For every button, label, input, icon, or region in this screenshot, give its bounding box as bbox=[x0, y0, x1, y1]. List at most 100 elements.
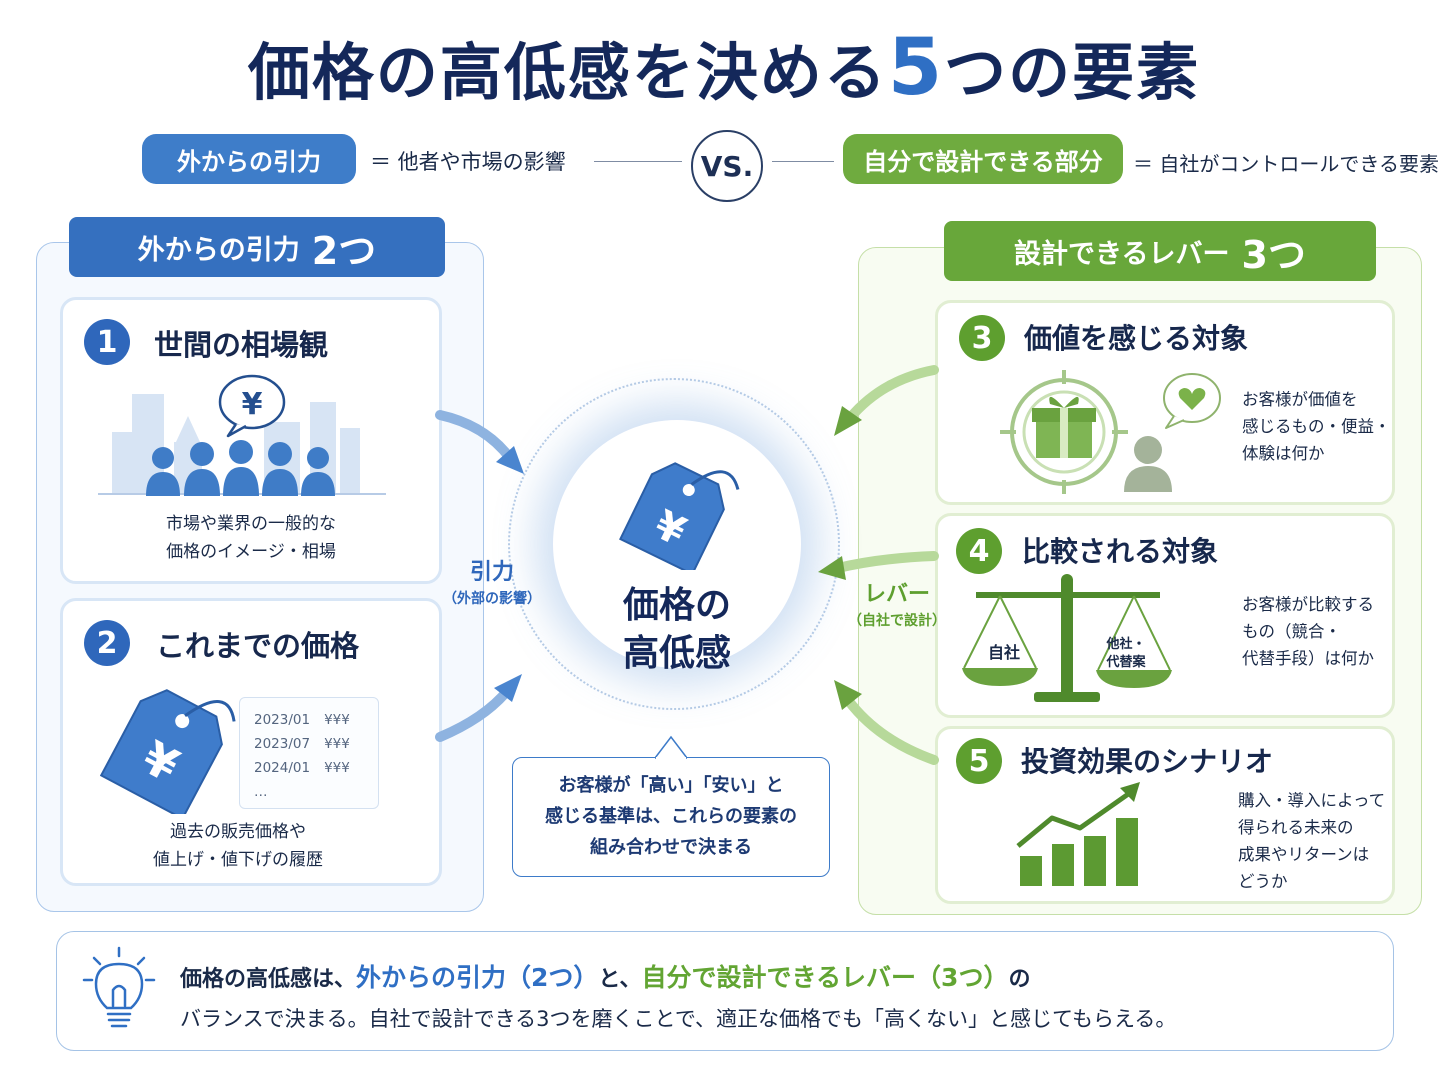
summary-text: の bbox=[1008, 967, 1031, 992]
history-price: ¥¥¥ bbox=[324, 760, 350, 776]
lever-arrow-icon bbox=[834, 365, 939, 436]
lever-label-main: レバー bbox=[863, 582, 930, 607]
card-desc-line: 購入・導入によって bbox=[1238, 791, 1386, 810]
summary-line-2: バランスで決まる。自社で設計できる3つを磨くことで、適正な価格でも「高くない」と… bbox=[180, 1007, 1177, 1031]
lever-panel-count: 3つ bbox=[1241, 232, 1306, 277]
card-desc-line: 体験は何か bbox=[1242, 444, 1325, 463]
card-description: 購入・導入によって 得られる未来の 成果やリターンは どうか bbox=[1238, 787, 1385, 895]
balance-scale-icon: 自社 他社・ 代替案 bbox=[962, 574, 1172, 702]
card-desc-line: お客様が価値を bbox=[1242, 390, 1358, 409]
price-tag-icon: ¥ bbox=[100, 689, 236, 814]
card-number-badge: 5 bbox=[956, 738, 1002, 784]
card-title: これまでの価格 bbox=[156, 629, 360, 663]
card-description: お客様が比較する もの（競合・ 代替手段）は何か bbox=[1242, 591, 1374, 672]
card-roi-scenario bbox=[935, 726, 1395, 904]
page-title: 価格の高低感を決める5つの要素 bbox=[0, 22, 1448, 113]
growth-chart-icon bbox=[1016, 782, 1140, 886]
summary-text: と、 bbox=[598, 967, 642, 992]
pull-label-sub: （外部の影響） bbox=[443, 591, 541, 607]
card-number-badge: 3 bbox=[959, 315, 1005, 361]
card-desc-line: もの（競合・ bbox=[1242, 622, 1341, 641]
people-group-icon bbox=[146, 440, 335, 496]
history-price: ¥¥¥ bbox=[324, 736, 350, 752]
divider-line bbox=[594, 161, 682, 162]
card-title: 投資効果のシナリオ bbox=[1021, 745, 1274, 778]
lever-arrow-icon bbox=[834, 680, 939, 765]
card-desc-line: 感じるもの・便益・ bbox=[1242, 417, 1391, 436]
price-history-row: 2023/01 ¥¥¥ bbox=[254, 708, 350, 732]
external-panel-title: 外からの引力 2つ bbox=[69, 217, 445, 277]
explanation-line: 感じる基準は、これらの要素の bbox=[545, 806, 797, 827]
vs-badge: VS. bbox=[691, 130, 763, 202]
scale-label-alternatives: 代替案 bbox=[1105, 654, 1146, 670]
divider-line bbox=[772, 161, 834, 162]
price-history-list bbox=[239, 697, 379, 809]
card-desc-line: 成果やリターンは bbox=[1238, 845, 1370, 864]
summary-box bbox=[56, 931, 1394, 1051]
yen-symbol: ¥ bbox=[242, 387, 263, 422]
lightbulb-icon bbox=[82, 946, 156, 1028]
external-pull-desc: ＝ 他者や市場の影響 bbox=[370, 150, 566, 174]
title-text-end: つの要素 bbox=[944, 36, 1201, 109]
card-number-badge: 2 bbox=[84, 620, 130, 666]
target-gift-icon bbox=[1000, 370, 1128, 494]
card-number-badge: 1 bbox=[84, 319, 130, 365]
lever-arrow-icon bbox=[818, 551, 939, 580]
pull-arrow-icon bbox=[435, 410, 524, 474]
card-desc-line: 市場や業界の一般的な bbox=[166, 514, 336, 534]
card-description: 市場や業界の一般的な 価格のイメージ・相場 bbox=[60, 510, 442, 566]
history-ellipsis: … bbox=[254, 784, 268, 800]
history-date: 2023/01 bbox=[254, 712, 311, 728]
center-label-line: 高低感 bbox=[622, 633, 731, 674]
external-pull-pill: 外からの引力 bbox=[142, 134, 356, 184]
customer-heart-icon bbox=[1124, 373, 1221, 492]
card-description: お客様が価値を 感じるもの・便益・ 体験は何か bbox=[1242, 386, 1391, 467]
center-label: 価格の 高低感 bbox=[553, 582, 801, 678]
value-target-illustration bbox=[1000, 370, 1221, 494]
explanation-line: お客様が「高い」「安い」と bbox=[558, 775, 784, 796]
explanation-bubble bbox=[512, 757, 830, 877]
history-date: 2024/01 bbox=[254, 760, 311, 776]
lever-label: レバー （自社で設計） bbox=[842, 576, 952, 630]
card-desc-line: 過去の販売価格や bbox=[170, 822, 306, 842]
title-number: 5 bbox=[887, 23, 945, 113]
center-label-line: 価格の bbox=[622, 585, 731, 626]
yen-speech-bubble-icon: ¥ bbox=[218, 374, 286, 438]
card-desc-line: どうか bbox=[1238, 872, 1288, 891]
market-crowd-illustration: ¥ bbox=[98, 374, 386, 496]
internal-lever-desc: ＝ 自社がコントロールできる要素 bbox=[1133, 152, 1439, 176]
card-title: 世間の相場観 bbox=[154, 328, 329, 362]
history-price: ¥¥¥ bbox=[324, 712, 350, 728]
card-description: 過去の販売価格や 値上げ・値下げの履歴 bbox=[60, 818, 416, 874]
card-number-badge: 4 bbox=[956, 528, 1002, 574]
card-desc-line: 代替手段）は何か bbox=[1242, 649, 1374, 668]
center-dotted-ring bbox=[508, 378, 840, 710]
card-desc-line: お客様が比較する bbox=[1242, 595, 1374, 614]
external-panel-title-text: 外からの引力 bbox=[137, 234, 300, 266]
scale-label-self: 自社 bbox=[988, 643, 1020, 662]
summary-external-highlight: 外からの引力（2つ） bbox=[356, 963, 599, 992]
explanation-line: 組み合わせで決まる bbox=[590, 837, 752, 858]
history-date: 2023/07 bbox=[254, 736, 311, 752]
summary-lever-highlight: 自分で設計できるレバー（3つ） bbox=[641, 963, 1009, 992]
card-title: 比較される対象 bbox=[1022, 535, 1219, 568]
card-desc-line: 得られる未来の bbox=[1238, 818, 1354, 837]
price-history-rows: 2023/01 ¥¥¥ 2023/07 ¥¥¥ 2024/01 ¥¥¥ … bbox=[254, 708, 350, 804]
price-history-row: 2023/07 ¥¥¥ bbox=[254, 732, 350, 756]
scale-label-others: 他社・ bbox=[1105, 636, 1145, 652]
lever-label-sub: （自社で設計） bbox=[848, 613, 946, 629]
bubble-pointer bbox=[655, 735, 687, 759]
summary-line-1: 価格の高低感は、外からの引力（2つ）と、自分で設計できるレバー（3つ）の bbox=[180, 958, 1030, 994]
explanation-text: お客様が「高い」「安い」と 感じる基準は、これらの要素の 組み合わせで決まる bbox=[512, 770, 830, 863]
external-panel-count: 2つ bbox=[311, 228, 377, 273]
title-text: 価格の高低感を決める bbox=[247, 36, 888, 109]
pull-label: 引力 （外部の影響） bbox=[440, 554, 544, 608]
internal-lever-pill: 自分で設計できる部分 bbox=[843, 134, 1123, 184]
price-history-row: 2024/01 ¥¥¥ bbox=[254, 756, 350, 780]
lever-panel-title-text: 設計できるレバー bbox=[1014, 238, 1230, 270]
center-price-tag-icon: ¥ bbox=[619, 462, 740, 570]
summary-text: 価格の高低感は、 bbox=[180, 967, 357, 992]
card-desc-line: 価格のイメージ・相場 bbox=[166, 542, 336, 562]
card-title: 価値を感じる対象 bbox=[1024, 322, 1249, 355]
